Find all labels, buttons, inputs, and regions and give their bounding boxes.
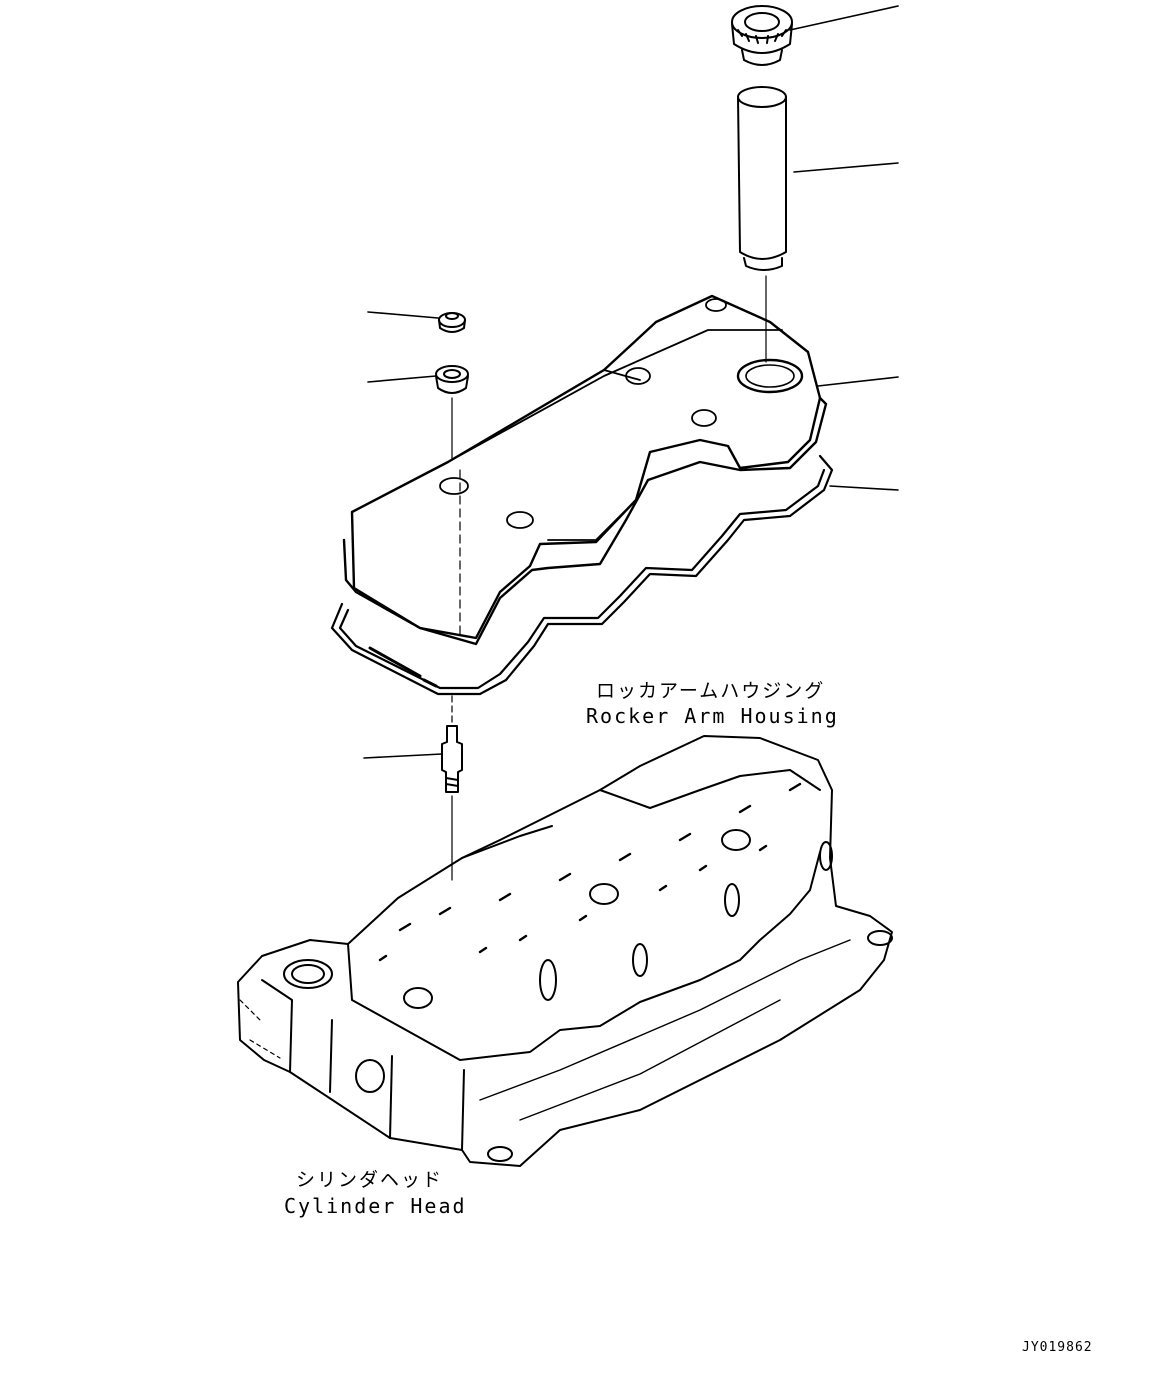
rocker-arm-housing-label-en: Rocker Arm Housing xyxy=(586,704,839,728)
leader-line-stud xyxy=(363,753,443,759)
leader-line-grommet xyxy=(367,375,437,383)
rocker-arm-cover xyxy=(342,294,828,646)
cover-gasket xyxy=(330,454,834,696)
flange-nut xyxy=(438,312,466,333)
leader-line-cover xyxy=(817,376,899,387)
rocker-arm-housing-label-jp: ロッカアームハウジング xyxy=(596,680,826,702)
cylinder-head-label-en: Cylinder Head xyxy=(284,1194,467,1218)
oil-filler-cap xyxy=(731,5,793,66)
cylinder-head xyxy=(237,735,893,1167)
cylinder-head-label-jp: シリンダヘッド xyxy=(296,1169,444,1191)
grommet xyxy=(435,365,469,461)
leader-line-tube xyxy=(793,162,899,173)
leader-line-nut xyxy=(367,311,439,319)
leader-lines xyxy=(363,5,899,759)
stud-bolt xyxy=(441,695,463,881)
oil-filler-tube xyxy=(737,86,787,363)
leader-line-cap xyxy=(789,5,899,31)
figure-code: JY019862 xyxy=(1022,1340,1093,1355)
leader-line-gasket xyxy=(829,485,899,491)
